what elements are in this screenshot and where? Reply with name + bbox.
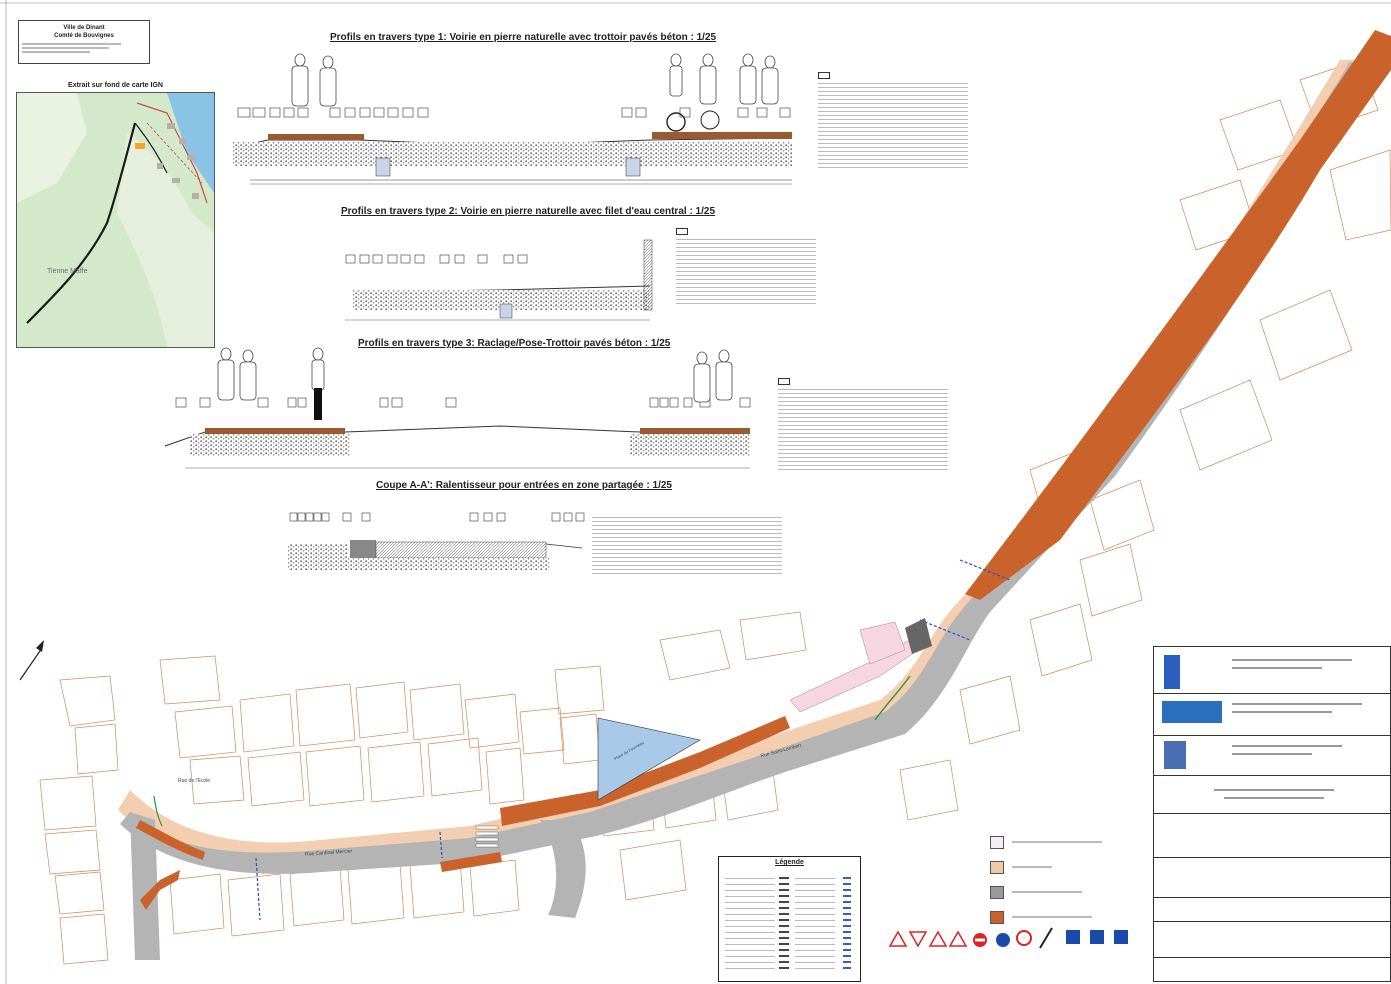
title-block <box>1153 646 1391 982</box>
road-signs <box>888 927 1128 949</box>
section-title-4: Coupe A-A': Ralentisseur pour entrées en… <box>376 480 672 491</box>
plan-view <box>19 30 1391 965</box>
section-aa-legend <box>592 514 792 574</box>
ign-map: Tienne Maffe <box>16 92 215 348</box>
ign-map-drawing: Tienne Maffe <box>17 93 214 347</box>
section-title-1: Profils en travers type 1: Voirie en pie… <box>330 32 717 43</box>
street-label-left: Rue de l'Ecole <box>178 778 211 784</box>
plan-legend: Légende <box>718 856 861 982</box>
plan-legend-title: Légende <box>775 859 804 866</box>
project-header-box: Ville de Dinant Comté de Bouvignes <box>18 20 150 64</box>
profile-2-drawing <box>345 239 653 321</box>
profile-1-drawing <box>231 53 793 185</box>
ign-map-title: Extrait sur fond de carte IGN <box>68 82 163 89</box>
profile-3-legend <box>778 378 978 472</box>
ign-map-label: Tienne Maffe <box>47 268 88 275</box>
header-line1: Ville de Dinant <box>63 25 105 31</box>
section-title-2: Profils en travers type 2: Voirie en pie… <box>341 206 716 217</box>
section-aa-drawing <box>288 512 585 570</box>
profile-2-legend <box>676 228 866 306</box>
section-title-3: Profils en travers type 3: Raclage/Pose-… <box>358 338 671 349</box>
profile-1-legend <box>818 72 1008 170</box>
surface-legend <box>990 834 1102 934</box>
header-line2: Comté de Bouvignes <box>54 33 114 39</box>
profile-3-drawing <box>164 347 751 469</box>
